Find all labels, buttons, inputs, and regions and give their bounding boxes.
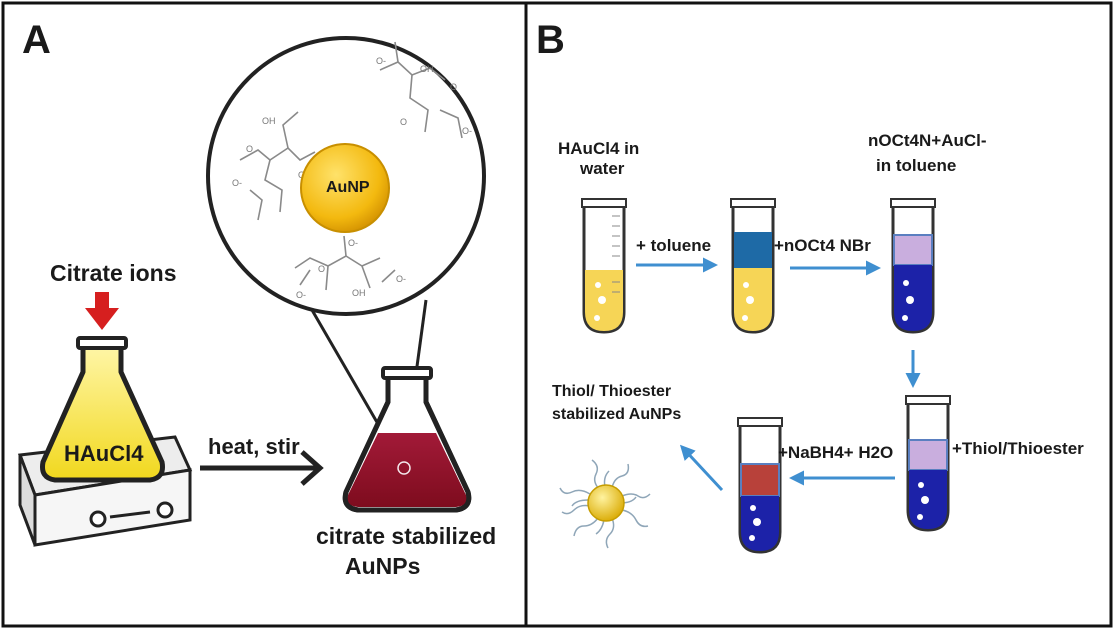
aunp-label: AuNP bbox=[326, 179, 370, 196]
svg-text:O-: O- bbox=[296, 290, 306, 300]
svg-text:O: O bbox=[450, 82, 457, 92]
svg-text:O: O bbox=[246, 144, 253, 154]
start-label-line2: water bbox=[580, 159, 625, 178]
step-surfactant-label: +nOCt4 NBr bbox=[774, 236, 871, 255]
panel-a-label: A bbox=[22, 18, 51, 62]
heat-stir-label: heat, stir bbox=[208, 434, 300, 459]
tube-water bbox=[581, 198, 627, 334]
citrate-ions-label: Citrate ions bbox=[50, 260, 177, 286]
svg-text:O-: O- bbox=[348, 238, 358, 248]
process-arrows bbox=[636, 257, 921, 492]
svg-text:OH: OH bbox=[352, 288, 366, 298]
wine-flask bbox=[342, 366, 472, 513]
citrate-arrow bbox=[85, 292, 119, 330]
step-toluene-label: + toluene bbox=[636, 236, 712, 255]
svg-text:O-: O- bbox=[376, 56, 386, 66]
svg-text:O: O bbox=[318, 264, 325, 274]
aunp-sphere bbox=[300, 143, 390, 233]
product-b-line1: Thiol/ Thioester bbox=[552, 383, 672, 400]
yellow-flask bbox=[40, 336, 165, 483]
svg-text:O-: O- bbox=[396, 274, 406, 284]
transfer-label-line1: nOCt4N+AuCl- bbox=[868, 131, 987, 150]
thiol-aunp bbox=[559, 459, 651, 549]
transfer-label-line2: in toluene bbox=[876, 156, 957, 175]
svg-text:O-: O- bbox=[232, 178, 242, 188]
svg-text:O-: O- bbox=[462, 126, 472, 136]
tube-transfer bbox=[890, 198, 936, 334]
product-a-line1: citrate stabilized bbox=[316, 523, 497, 549]
product-a-line2: AuNPs bbox=[345, 553, 421, 579]
panel-b-label: B bbox=[536, 18, 565, 62]
svg-text:O: O bbox=[400, 117, 407, 127]
step-reduce-label: +NaBH4+ H2O bbox=[778, 443, 894, 462]
heat-stir-arrow bbox=[200, 450, 324, 486]
start-label-line1: HAuCl4 in bbox=[558, 139, 640, 158]
tube-thiol bbox=[905, 395, 951, 532]
svg-text:OH: OH bbox=[420, 64, 434, 74]
flask-reagent-label: HAuCl4 bbox=[64, 441, 144, 466]
product-b-line2: stabilized AuNPs bbox=[552, 406, 682, 423]
tube-toluene bbox=[730, 198, 776, 334]
step-thiol-label: +Thiol/Thioester bbox=[952, 439, 1084, 458]
citrate-molecules bbox=[239, 41, 463, 291]
tube-reduced bbox=[737, 417, 783, 554]
svg-text:OH: OH bbox=[262, 116, 276, 126]
